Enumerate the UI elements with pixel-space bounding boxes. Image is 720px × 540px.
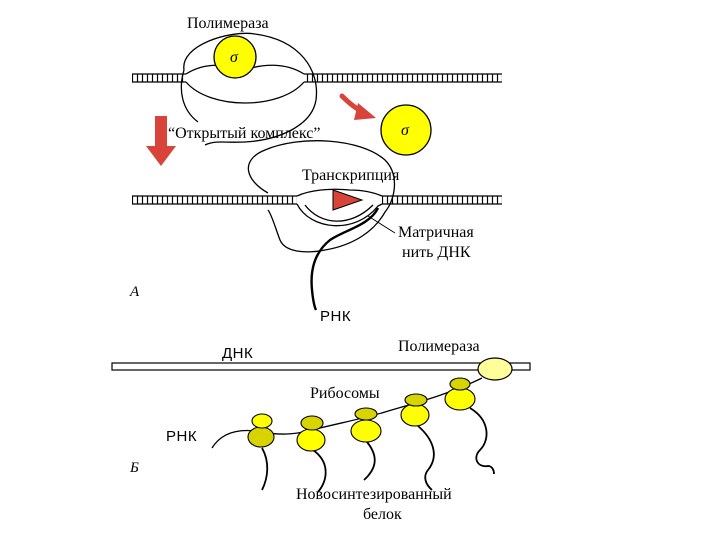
transcription-bubble-top [296,188,383,197]
dna-strand-top-left [132,73,186,83]
transcription-label: Транскрипция [302,167,400,184]
sigma-release-arrow [339,93,376,120]
rna-transcript [310,207,380,311]
rna-polymerase-b [477,357,513,381]
panel-a: σ Полимераза σ “Открытый комплекс” [129,15,502,325]
released-sigma-factor [380,104,432,156]
panel-b-letter: Б [129,460,139,476]
transcription-direction-arrow [332,189,364,211]
dna-strand-middle-left [132,195,297,205]
template-strand-label-line1: Матричная [398,224,474,241]
panel-b: ДНК Полимераза [111,338,531,523]
open-complex-label: “Открытый комплекс” [168,125,320,142]
template-strand-label-line2: нить ДНК [402,244,471,261]
ribosome [350,407,382,481]
template-pointer-line [367,215,396,234]
polymerase-outline-transcribing [247,140,396,253]
polymerase-outline [180,32,318,146]
new-protein-label-line1: Новосинтезированный [296,486,452,503]
ribosome [247,413,275,491]
released-sigma-symbol: σ [401,122,410,139]
dna-label: ДНК [222,345,253,362]
template-strand [296,203,383,227]
dna-strand-top-right [304,73,502,83]
new-protein-label-line2: белок [363,506,402,523]
sigma-symbol: σ [230,49,239,66]
polymerase-label: Полимераза [187,15,269,32]
sigma-factor [213,35,257,79]
rna-label-b: РНК [166,428,197,445]
open-bubble-bottom-strand [185,81,305,104]
polymerase-label-b: Полимераза [398,338,480,355]
ribosome [444,377,495,475]
dna-strand-middle-right [382,195,502,205]
template-strand-inner [304,204,374,222]
ribosome [400,393,435,491]
process-down-arrow [146,116,176,166]
ribosomes-label: Рибосомы [310,385,380,402]
rna-label-a: РНК [320,308,351,325]
panel-a-letter: А [129,284,140,300]
ribosome [296,415,327,493]
dna-bar [111,362,531,371]
